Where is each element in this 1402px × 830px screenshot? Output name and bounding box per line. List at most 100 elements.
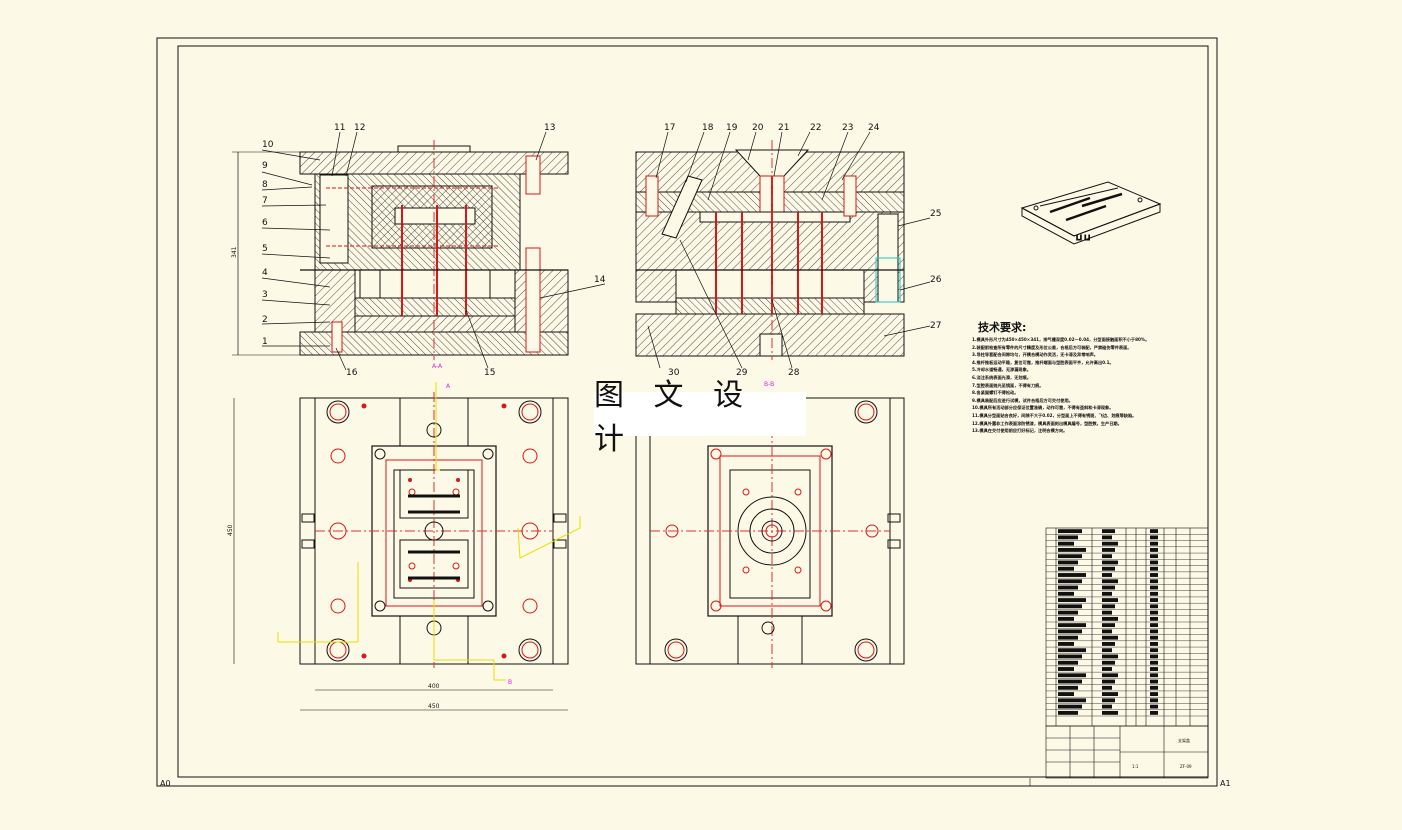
bom-cell-mark [1150,585,1158,590]
svg-text:B-B: B-B [764,381,774,388]
bom-cell-mark [1058,566,1074,571]
tech-line: 12.模具外露非工作表面涂防锈漆，模具表面刻出模具编号，型腔数，生产日期。 [972,420,1122,426]
bom-cell-mark [1150,566,1158,571]
bom-cell-mark [1058,535,1078,540]
svg-text:10: 10 [262,140,274,150]
bom-cell-mark [1150,579,1158,584]
svg-text:5: 5 [262,244,268,254]
svg-text:B: B [508,679,512,686]
bom-cell-mark [1102,566,1115,571]
bom-cell-mark [1150,679,1158,684]
bom-cell-mark [1150,698,1158,703]
tech-line: 3.导柱导套配合间隙均匀，开模合模动作灵活，无卡滞及异常响声。 [972,352,1098,358]
bom-cell-mark [1150,598,1158,602]
svg-text:450: 450 [227,524,234,536]
tech-line: 9.模具装配后应进行试模，试件合格后方可交付使用。 [972,397,1073,403]
svg-text:A1: A1 [1220,779,1231,788]
bom-cell-mark [1102,610,1112,615]
svg-text:4: 4 [262,268,268,278]
svg-text:2: 2 [262,315,268,325]
bom-cell-mark [1150,667,1158,671]
bom-cell-mark [1058,635,1078,640]
bom-cell-mark [1150,604,1158,609]
bom-cell-mark [1102,710,1118,715]
bom-cell-mark [1150,554,1158,559]
bom-cell-mark [1102,598,1118,602]
bom-cell-mark [1102,679,1115,684]
svg-text:30: 30 [668,368,680,378]
svg-text:24: 24 [868,123,880,133]
bom-cell-mark [1150,560,1158,565]
tech-line: 7.型腔表面抛光至镜面，不得有刀痕。 [972,382,1044,388]
svg-text:15: 15 [484,368,495,378]
bom-cell-mark [1058,591,1074,596]
bom-cell-mark [1058,685,1078,690]
svg-text:ZF-09: ZF-09 [1180,764,1192,769]
bom-cell-mark [1058,541,1074,546]
bom-cell-mark [1102,654,1118,659]
bom-cell-mark [1150,673,1158,678]
bom-cell-mark [1102,648,1112,653]
svg-text:1: 1 [262,337,268,347]
bom-cell-mark [1150,610,1158,615]
svg-text:支架盖: 支架盖 [1178,737,1190,743]
tech-requirements-title: 技术要求: [978,321,1027,334]
bom-cell-mark [1102,685,1112,690]
bom-cell-mark [1150,573,1158,577]
svg-text:9: 9 [262,161,268,171]
bom-cell-mark [1102,673,1118,678]
tech-line: 11.模具分型面贴合良好，间隙不大于0.02，分型面上不得有锈斑、飞边、划痕等缺… [972,412,1137,418]
svg-text:1:1: 1:1 [1132,764,1139,769]
svg-text:16: 16 [346,368,358,378]
svg-text:25: 25 [930,209,941,219]
watermark-label: 图 文 设 计 [594,378,806,457]
bom-cell-mark [1102,560,1118,565]
inner-frame [177,45,1209,778]
bom-cell-mark [1150,623,1158,628]
tech-line: 10.模具所有活动部分应保证位置准确，动作可靠，不得有歪斜和卡滞现象。 [972,405,1114,411]
svg-text:21: 21 [778,123,789,133]
bom-cell-mark [1102,629,1112,634]
tech-line: 5.冷却水道畅通，无渗漏现象。 [972,367,1031,373]
tech-line: 4.推杆推板运动平稳，复位可靠，推杆端面与型腔表面平齐，允许高出0.1。 [972,359,1114,365]
bom-cell-mark [1058,629,1082,634]
bom-cell-mark [1150,654,1158,659]
bom-cell-mark [1058,548,1086,552]
svg-text:6: 6 [262,218,268,228]
tech-requirements: 技术要求: 1.模具外形尺寸为450×450×341，排气槽深度0.02～0.0… [972,320,1202,435]
bom-cell-mark [1058,667,1074,671]
bom-cell-mark [1058,560,1078,565]
bom-cell-mark [1102,579,1118,584]
bom-cell-mark [1058,623,1086,628]
bom-cell-mark [1058,529,1082,534]
bom-cell-mark [1102,692,1118,696]
bom-cell-mark [1102,704,1112,709]
bom-cell-mark [1102,604,1115,609]
bom-cell-mark [1102,698,1115,703]
bom-cell-mark [1058,698,1086,703]
bom-cell-mark [1150,648,1158,653]
svg-text:A0: A0 [160,779,171,788]
tech-line: 6.浇注系统表面光滑，无划痕。 [972,374,1031,380]
bom-cell-mark [1150,660,1158,665]
bom-cell-mark [1058,673,1086,678]
svg-text:17: 17 [664,123,675,133]
bom-cell-mark [1102,573,1112,577]
bom-cell-mark [1102,585,1115,590]
svg-text:22: 22 [810,123,821,133]
leader-lines [277,382,581,681]
bom-cell-mark [1058,660,1078,665]
bom-cell-mark [1058,642,1074,646]
bom-cell-mark [1102,635,1118,640]
bom-cell-mark [1102,667,1112,671]
svg-text:A-A: A-A [432,363,443,370]
svg-text:450: 450 [428,703,440,710]
bom-cell-mark [1102,642,1115,646]
svg-text:400: 400 [428,683,440,690]
bom-cell-mark [1058,554,1082,559]
bom-cell-mark [1102,591,1112,596]
bom-cell-mark [1102,554,1112,559]
bom-cell-mark [1150,642,1158,646]
svg-text:23: 23 [842,123,853,133]
